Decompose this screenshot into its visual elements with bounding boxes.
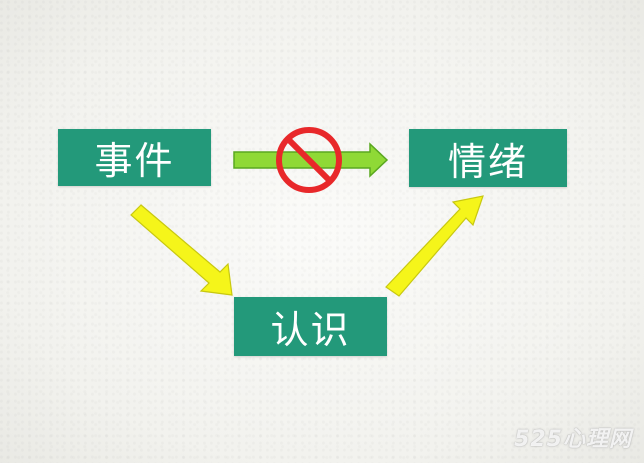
node-emotion: 情绪 [409,129,567,187]
arrow-cognition-to-emotion [385,195,484,297]
node-cognition-label: 认识 [270,308,351,352]
prohibition-icon [276,127,342,193]
node-event: 事件 [58,129,211,186]
node-cognition: 认识 [234,297,387,356]
arrow-event-to-cognition [130,204,233,296]
node-event-label: 事件 [94,139,175,183]
watermark: 525心理网 [514,427,632,452]
node-emotion-label: 情绪 [447,139,528,184]
